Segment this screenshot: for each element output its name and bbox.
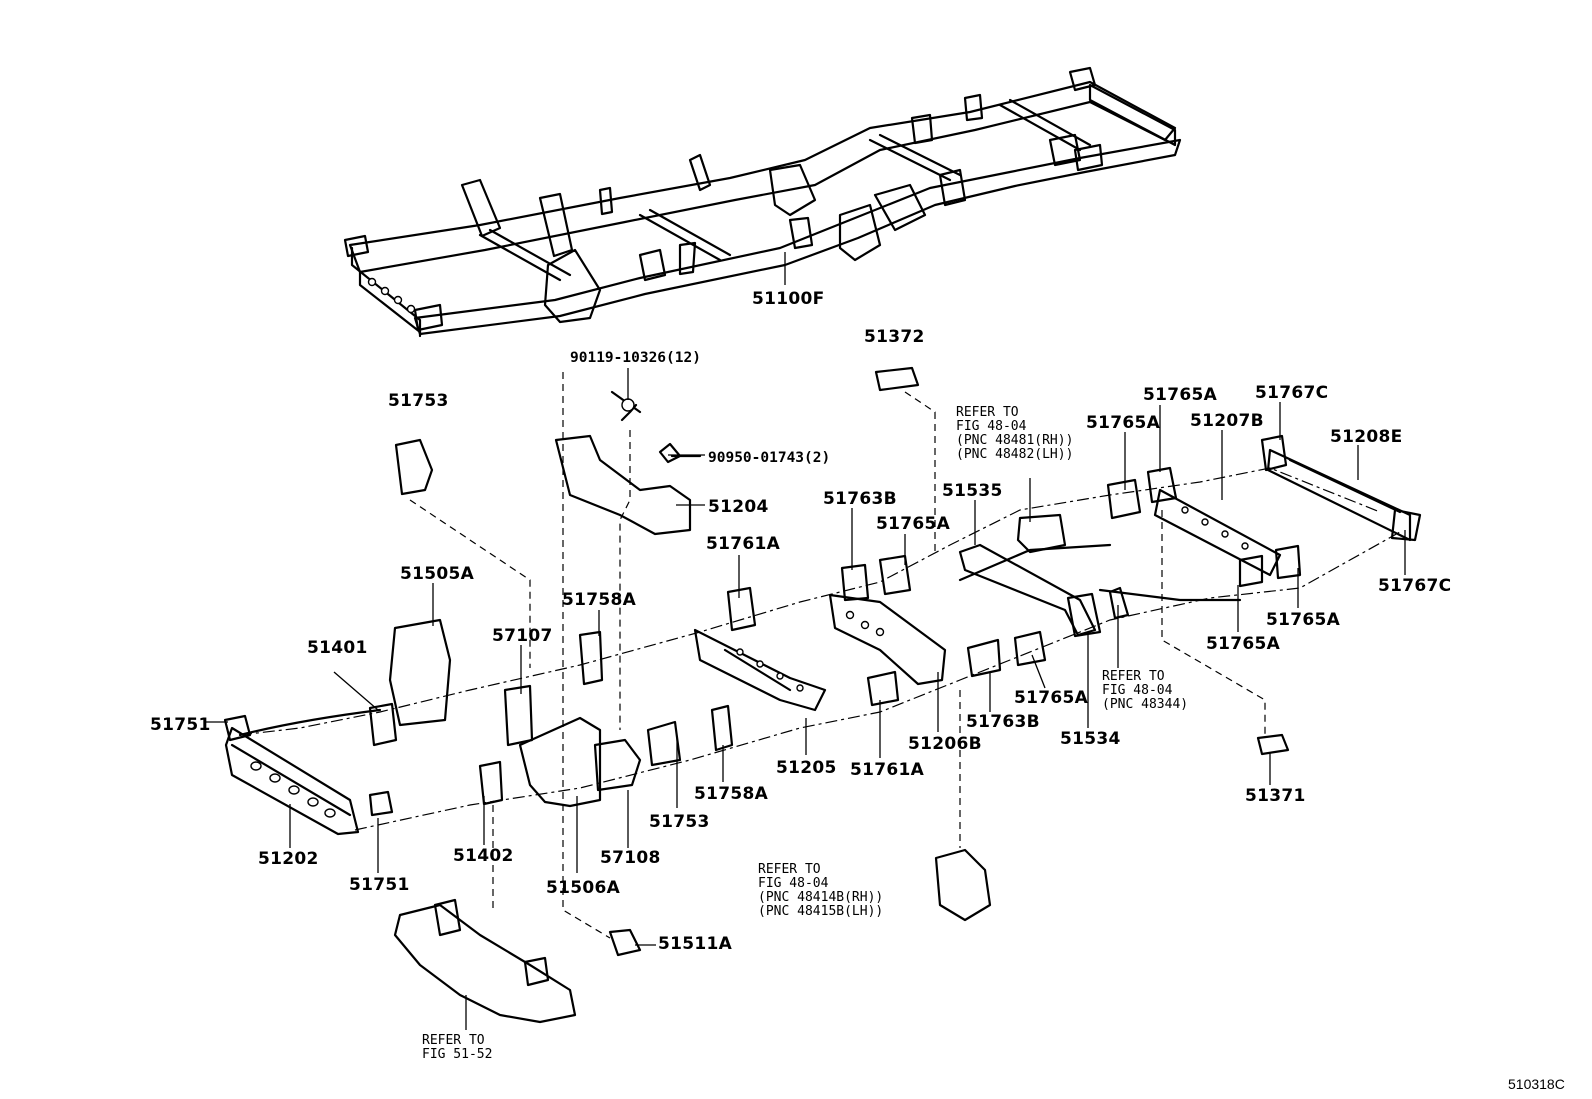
label-51535: 51535 (942, 481, 1003, 501)
note-refer-fig-48-04-48481: REFER TO FIG 48-04 (PNC 48481(RH)) (PNC … (956, 405, 1074, 462)
label-51763B-bottom: 51763B (966, 712, 1040, 732)
exploded-frame-drawing (223, 366, 1422, 1024)
label-90119-10326: 90119-10326(12) (570, 350, 701, 366)
label-51505A: 51505A (400, 564, 475, 584)
label-51753-top: 51753 (388, 391, 449, 411)
label-51761A-bottom: 51761A (850, 760, 925, 780)
label-51401: 51401 (307, 638, 368, 658)
label-51205: 51205 (776, 758, 837, 778)
label-51208E: 51208E (1330, 427, 1403, 447)
label-51402: 51402 (453, 846, 514, 866)
figure-code: 510318C (1508, 1076, 1565, 1092)
alignment-lines (409, 372, 1266, 939)
label-51753-mid: 51753 (649, 812, 710, 832)
label-51534: 51534 (1060, 729, 1121, 749)
label-51511A: 51511A (658, 934, 733, 954)
label-51204: 51204 (708, 497, 769, 517)
label-51765A-b: 51765A (1014, 688, 1089, 708)
label-57108: 57108 (600, 848, 661, 868)
label-51206B: 51206B (908, 734, 982, 754)
label-51758A-top: 51758A (562, 590, 637, 610)
label-51202: 51202 (258, 849, 319, 869)
label-51207B: 51207B (1190, 411, 1264, 431)
label-51371: 51371 (1245, 786, 1306, 806)
label-51758A-mid: 51758A (694, 784, 769, 804)
label-51767C-right: 51767C (1378, 576, 1452, 596)
label-51751-left: 51751 (150, 715, 211, 735)
label-51765A-a: 51765A (876, 514, 951, 534)
label-51372: 51372 (864, 327, 925, 347)
leader-lines (205, 252, 1406, 1030)
note-refer-fig-48-04-48414B: REFER TO FIG 48-04 (PNC 48414B(RH)) (PNC… (758, 862, 884, 919)
label-51763B-top: 51763B (823, 489, 897, 509)
label-51100F: 51100F (752, 289, 825, 309)
assembled-frame-drawing (343, 66, 1182, 338)
label-51765A-f: 51765A (1206, 634, 1281, 654)
label-51767C-top: 51767C (1255, 383, 1329, 403)
note-refer-fig-51-52: REFER TO FIG 51-52 (422, 1033, 493, 1062)
label-57107: 57107 (492, 626, 553, 646)
note-refer-fig-48-04-48344: REFER TO FIG 48-04 (PNC 48344) (1102, 669, 1189, 712)
label-51751-bottom: 51751 (349, 875, 410, 895)
label-51765A-e: 51765A (1266, 610, 1341, 630)
label-90950-01743: 90950-01743(2) (708, 450, 831, 466)
label-51765A-d: 51765A (1143, 385, 1218, 405)
label-51765A-c: 51765A (1086, 413, 1161, 433)
label-51761A-top: 51761A (706, 534, 781, 554)
label-51506A: 51506A (546, 878, 621, 898)
